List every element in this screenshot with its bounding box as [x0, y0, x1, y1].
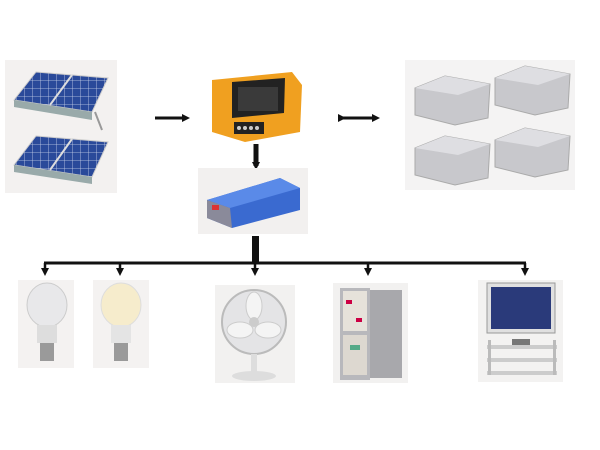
- tv-icon: [478, 280, 563, 382]
- battery-icon: [414, 135, 491, 186]
- fan-icon: [215, 285, 295, 383]
- battery-icon: [414, 75, 491, 126]
- load-arrows: [41, 263, 529, 276]
- light-bulb-icon: [93, 280, 149, 368]
- light-bulb-icon: [18, 280, 74, 368]
- refrigerator-icon: [333, 283, 408, 383]
- solar-panel-icon: [13, 135, 109, 184]
- battery-icon: [494, 127, 571, 178]
- battery-icon: [494, 65, 571, 116]
- inverter-icon: [198, 168, 308, 234]
- bus-trunk: [252, 236, 259, 263]
- charge-controller-icon: [212, 72, 302, 142]
